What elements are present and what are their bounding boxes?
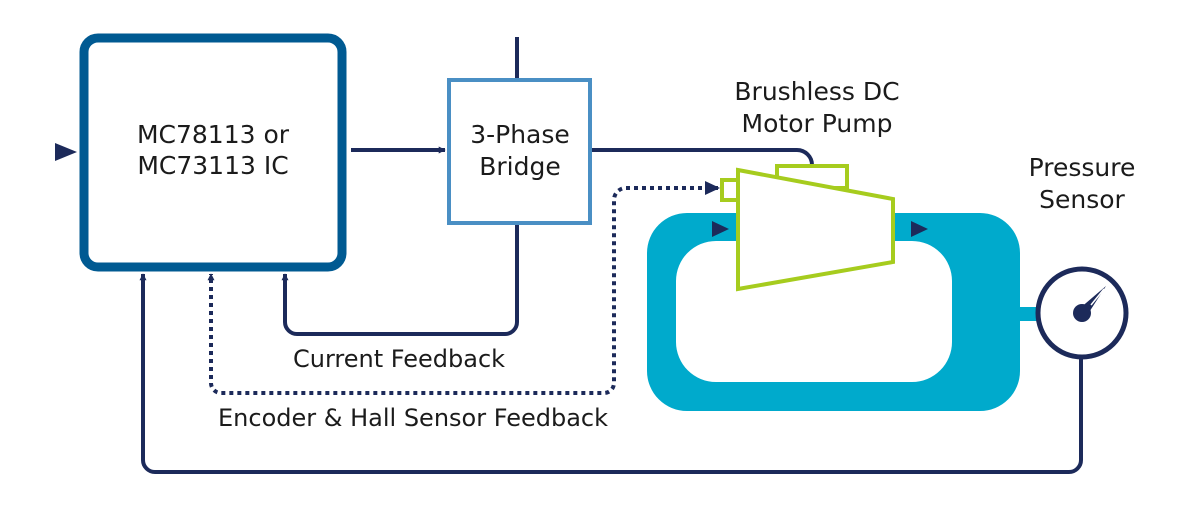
- pump-block[interactable]: Brushless DC Motor Pump: [720, 77, 900, 292]
- encoder-arrowhead-icon: [705, 181, 720, 195]
- current-feedback-label: Current Feedback: [293, 345, 505, 373]
- pressure-feedback-line: [139, 273, 1083, 474]
- flow-arrow-icon: [911, 221, 928, 237]
- fluid-loop: [647, 213, 1038, 411]
- bridge-block[interactable]: 3-Phase Bridge: [447, 78, 592, 225]
- controller-block[interactable]: MC78113 or MC73113 IC: [79, 33, 347, 272]
- input-arrow-icon: [55, 143, 77, 161]
- bridge-label-line1: 3-Phase: [470, 120, 570, 149]
- pressure-sensor-block[interactable]: Pressure Sensor: [1029, 153, 1136, 360]
- encoder-feedback-line: [207, 186, 718, 395]
- controller-label-line1: MC78113 or: [137, 120, 290, 149]
- sensor-label-line2: Sensor: [1039, 185, 1125, 214]
- pump-label-line1: Brushless DC: [734, 77, 899, 106]
- pump-encoder-port: [720, 178, 740, 202]
- encoder-feedback-label: Encoder & Hall Sensor Feedback: [218, 404, 608, 432]
- controller-box: [79, 33, 347, 272]
- fluid-pipe: [647, 213, 1020, 411]
- pump-label-line2: Motor Pump: [742, 109, 893, 138]
- controller-label-line2: MC73113 IC: [137, 151, 288, 180]
- flow-arrow-icon: [712, 221, 729, 237]
- current-feedback-line: [281, 225, 519, 336]
- bridge-box: [447, 78, 592, 225]
- bridge-label-line2: Bridge: [479, 152, 561, 181]
- sensor-label-line1: Pressure: [1029, 153, 1136, 182]
- pump-body: [736, 167, 895, 292]
- pressure-gauge-icon: [1035, 266, 1129, 360]
- sensor-connector: [1020, 307, 1038, 321]
